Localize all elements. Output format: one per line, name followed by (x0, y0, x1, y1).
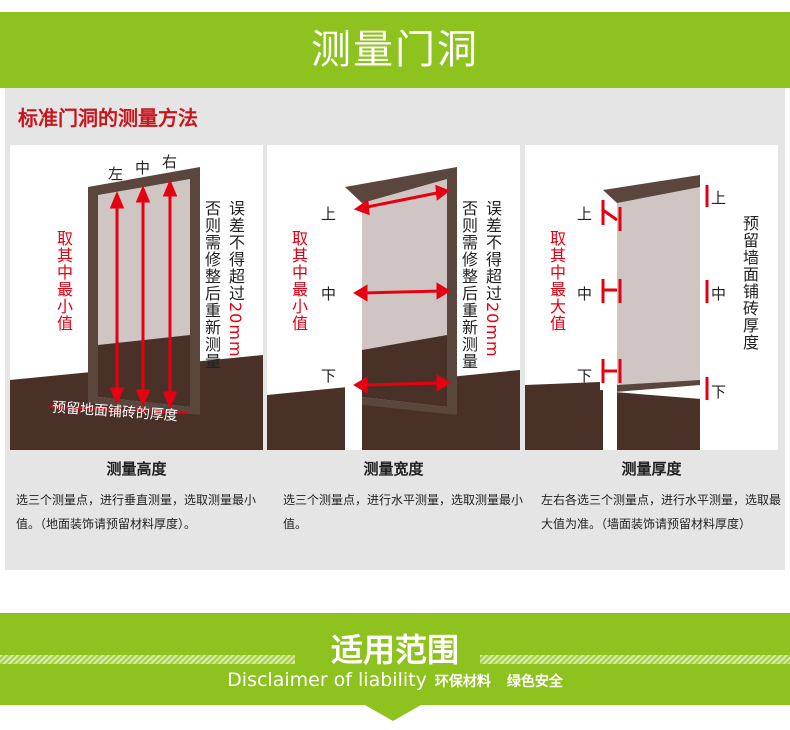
label-top: 上 (321, 205, 337, 223)
label-middle-right: 中 (711, 285, 727, 303)
stripe-right (480, 655, 790, 664)
scope-title: 适用范围 (330, 631, 459, 669)
width-diagram: 上 中 下 取其中最小值 否则需修整后重新测量 误差不得超过20mm (267, 145, 520, 450)
thickness-description: 左右各选三个测量点，进行水平测量，选取最大值为准。（墙面装饰请预留材料厚度） (541, 493, 782, 531)
width-caption: 测量宽度 (363, 460, 424, 478)
door-thickness-illustration (525, 175, 778, 450)
height-caption: 测量高度 (106, 460, 167, 478)
height-diagram: 左 中 右 取其中最小值 否则需修整后重新测量 误差不得超过20mm 预留地面铺… (10, 145, 263, 450)
door-width-illustration (267, 167, 520, 450)
width-description: 选三个测量点，进行水平测量，选取测量最小值。 (283, 493, 524, 531)
label-middle: 中 (321, 285, 337, 303)
label-top-left: 上 (577, 205, 593, 223)
take-max-note: 取其中最大值 (547, 230, 566, 332)
header-banner: 测量门洞 (0, 12, 790, 88)
header-title: 测量门洞 (311, 27, 479, 73)
label-middle-left: 中 (577, 285, 593, 303)
height-description: 选三个测量点，进行垂直测量，选取测量最小值。（地面装饰请预留材料厚度）。 (16, 493, 257, 531)
label-top-right: 上 (711, 189, 727, 207)
label-middle: 中 (135, 159, 151, 177)
error-note: 误差不得超过20mm (483, 200, 502, 358)
reserve-note: 预留墙面铺砖厚度 (740, 215, 759, 351)
thickness-caption: 测量厚度 (621, 460, 682, 478)
label-right: 右 (162, 153, 178, 171)
label-bottom-left: 下 (577, 367, 593, 385)
redo-note: 否则需修整后重新测量 (202, 200, 221, 370)
thickness-diagram: 上 中 下 上 中 下 取其中最大值 预留墙面铺砖厚度 (525, 145, 778, 450)
door-height-illustration (10, 167, 263, 450)
label-left: 左 (108, 165, 124, 183)
take-min-note: 取其中最小值 (289, 230, 308, 332)
label-bottom: 下 (321, 367, 337, 385)
stripe-left (0, 655, 295, 664)
error-note: 误差不得超过20mm (226, 200, 245, 358)
label-bottom-right: 下 (711, 383, 727, 401)
take-min-note: 取其中最小值 (54, 230, 73, 332)
down-arrow-icon (365, 705, 421, 721)
method-title: 标准门洞的测量方法 (18, 106, 198, 130)
redo-note: 否则需修整后重新测量 (459, 200, 478, 370)
